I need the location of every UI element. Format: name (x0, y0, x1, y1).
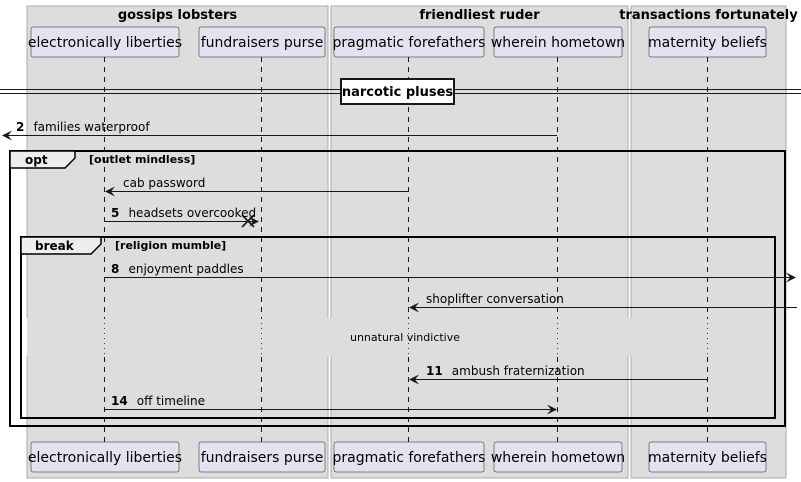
participant-wherein-hometown[interactable]: wherein hometown (491, 26, 625, 58)
participant-label: fundraisers purse (201, 35, 324, 51)
message-number: 5 (111, 206, 119, 220)
destroy-icon (241, 214, 255, 228)
delay-label: unnatural vindictive (350, 331, 460, 344)
fragment-kind: opt (25, 153, 48, 167)
message-text: families waterproof (33, 120, 150, 134)
message-cab-password: cab password (105, 176, 408, 197)
fragment-condition: [religion mumble] (115, 239, 226, 252)
box-title: gossips lobsters (118, 8, 238, 23)
box-friendliest-ruder: friendliest ruder (330, 5, 629, 479)
divider-label: narcotic pluses (342, 85, 454, 100)
message-text: enjoyment paddles (128, 262, 243, 276)
message-text: off timeline (137, 394, 205, 408)
delay-section: unnatural vindictive (12, 318, 784, 356)
box-title: transactions fortunately (619, 8, 798, 23)
message-number: 8 (111, 262, 119, 276)
message-enjoyment-paddles: 8 enjoyment paddles (104, 258, 796, 283)
participant-label: fundraisers purse (201, 450, 324, 466)
message-number: 11 (426, 364, 443, 378)
message-text: cab password (123, 176, 205, 190)
message-number: 14 (111, 394, 128, 408)
message-text: shoplifter conversation (426, 292, 564, 306)
divider: narcotic pluses (0, 78, 801, 105)
participant-label: electronically liberties (28, 450, 182, 466)
fragment-opt: opt [outlet mindless] (9, 150, 786, 427)
message-label: 8 enjoyment paddles (111, 258, 244, 277)
message-text: headsets overcooked (128, 206, 256, 220)
participant-pragmatic-forefathers[interactable]: pragmatic forefathers (333, 26, 486, 58)
message-number: 2 (16, 120, 24, 134)
message-text: ambush fraternization (452, 364, 585, 378)
participant-label: pragmatic forefathers (333, 450, 486, 466)
message-shoplifter-conversation: shoplifter conversation (409, 292, 797, 313)
lifelines (104, 57, 708, 442)
participant-label: electronically liberties (28, 35, 182, 51)
participant-fundraisers-purse[interactable]: fundraisers purse (198, 441, 326, 473)
box-title: friendliest ruder (419, 8, 540, 23)
participant-label: maternity beliefs (648, 35, 767, 51)
participant-heads-bottom: electronically liberties fundraisers pur… (28, 441, 767, 473)
participant-fundraisers-purse[interactable]: fundraisers purse (198, 26, 326, 58)
message-families-waterproof: 2 families waterproof (2, 116, 557, 141)
box-transactions-fortunately: transactions fortunately (619, 5, 798, 479)
participant-maternity-beliefs[interactable]: maternity beliefs (648, 441, 767, 473)
message-label: shoplifter conversation (426, 292, 564, 306)
message-off-timeline: 14 off timeline (104, 390, 557, 415)
participant-electronically-liberties[interactable]: electronically liberties (28, 26, 182, 58)
participant-label: pragmatic forefathers (333, 35, 486, 51)
message-headsets-overcooked: 5 headsets overcooked (104, 202, 259, 228)
fragment-condition: [outlet mindless] (89, 153, 195, 166)
participant-pragmatic-forefathers[interactable]: pragmatic forefathers (333, 441, 486, 473)
participant-electronically-liberties[interactable]: electronically liberties (28, 441, 182, 473)
participant-maternity-beliefs[interactable]: maternity beliefs (648, 26, 767, 58)
message-ambush-fraternization: 11 ambush fraternization (409, 360, 707, 385)
fragment-break: break [religion mumble] (20, 236, 776, 419)
message-label: 5 headsets overcooked (111, 202, 256, 221)
participant-heads-top: electronically liberties fundraisers pur… (28, 26, 767, 58)
participant-wherein-hometown[interactable]: wherein hometown (491, 441, 625, 473)
participant-label: wherein hometown (491, 450, 625, 466)
participant-label: wherein hometown (491, 35, 625, 51)
participant-label: maternity beliefs (648, 450, 767, 466)
message-label: 2 families waterproof (16, 116, 150, 135)
message-label: cab password (123, 176, 205, 190)
message-label: 11 ambush fraternization (426, 360, 585, 379)
message-label: 14 off timeline (111, 390, 205, 409)
fragment-kind: break (35, 239, 75, 253)
